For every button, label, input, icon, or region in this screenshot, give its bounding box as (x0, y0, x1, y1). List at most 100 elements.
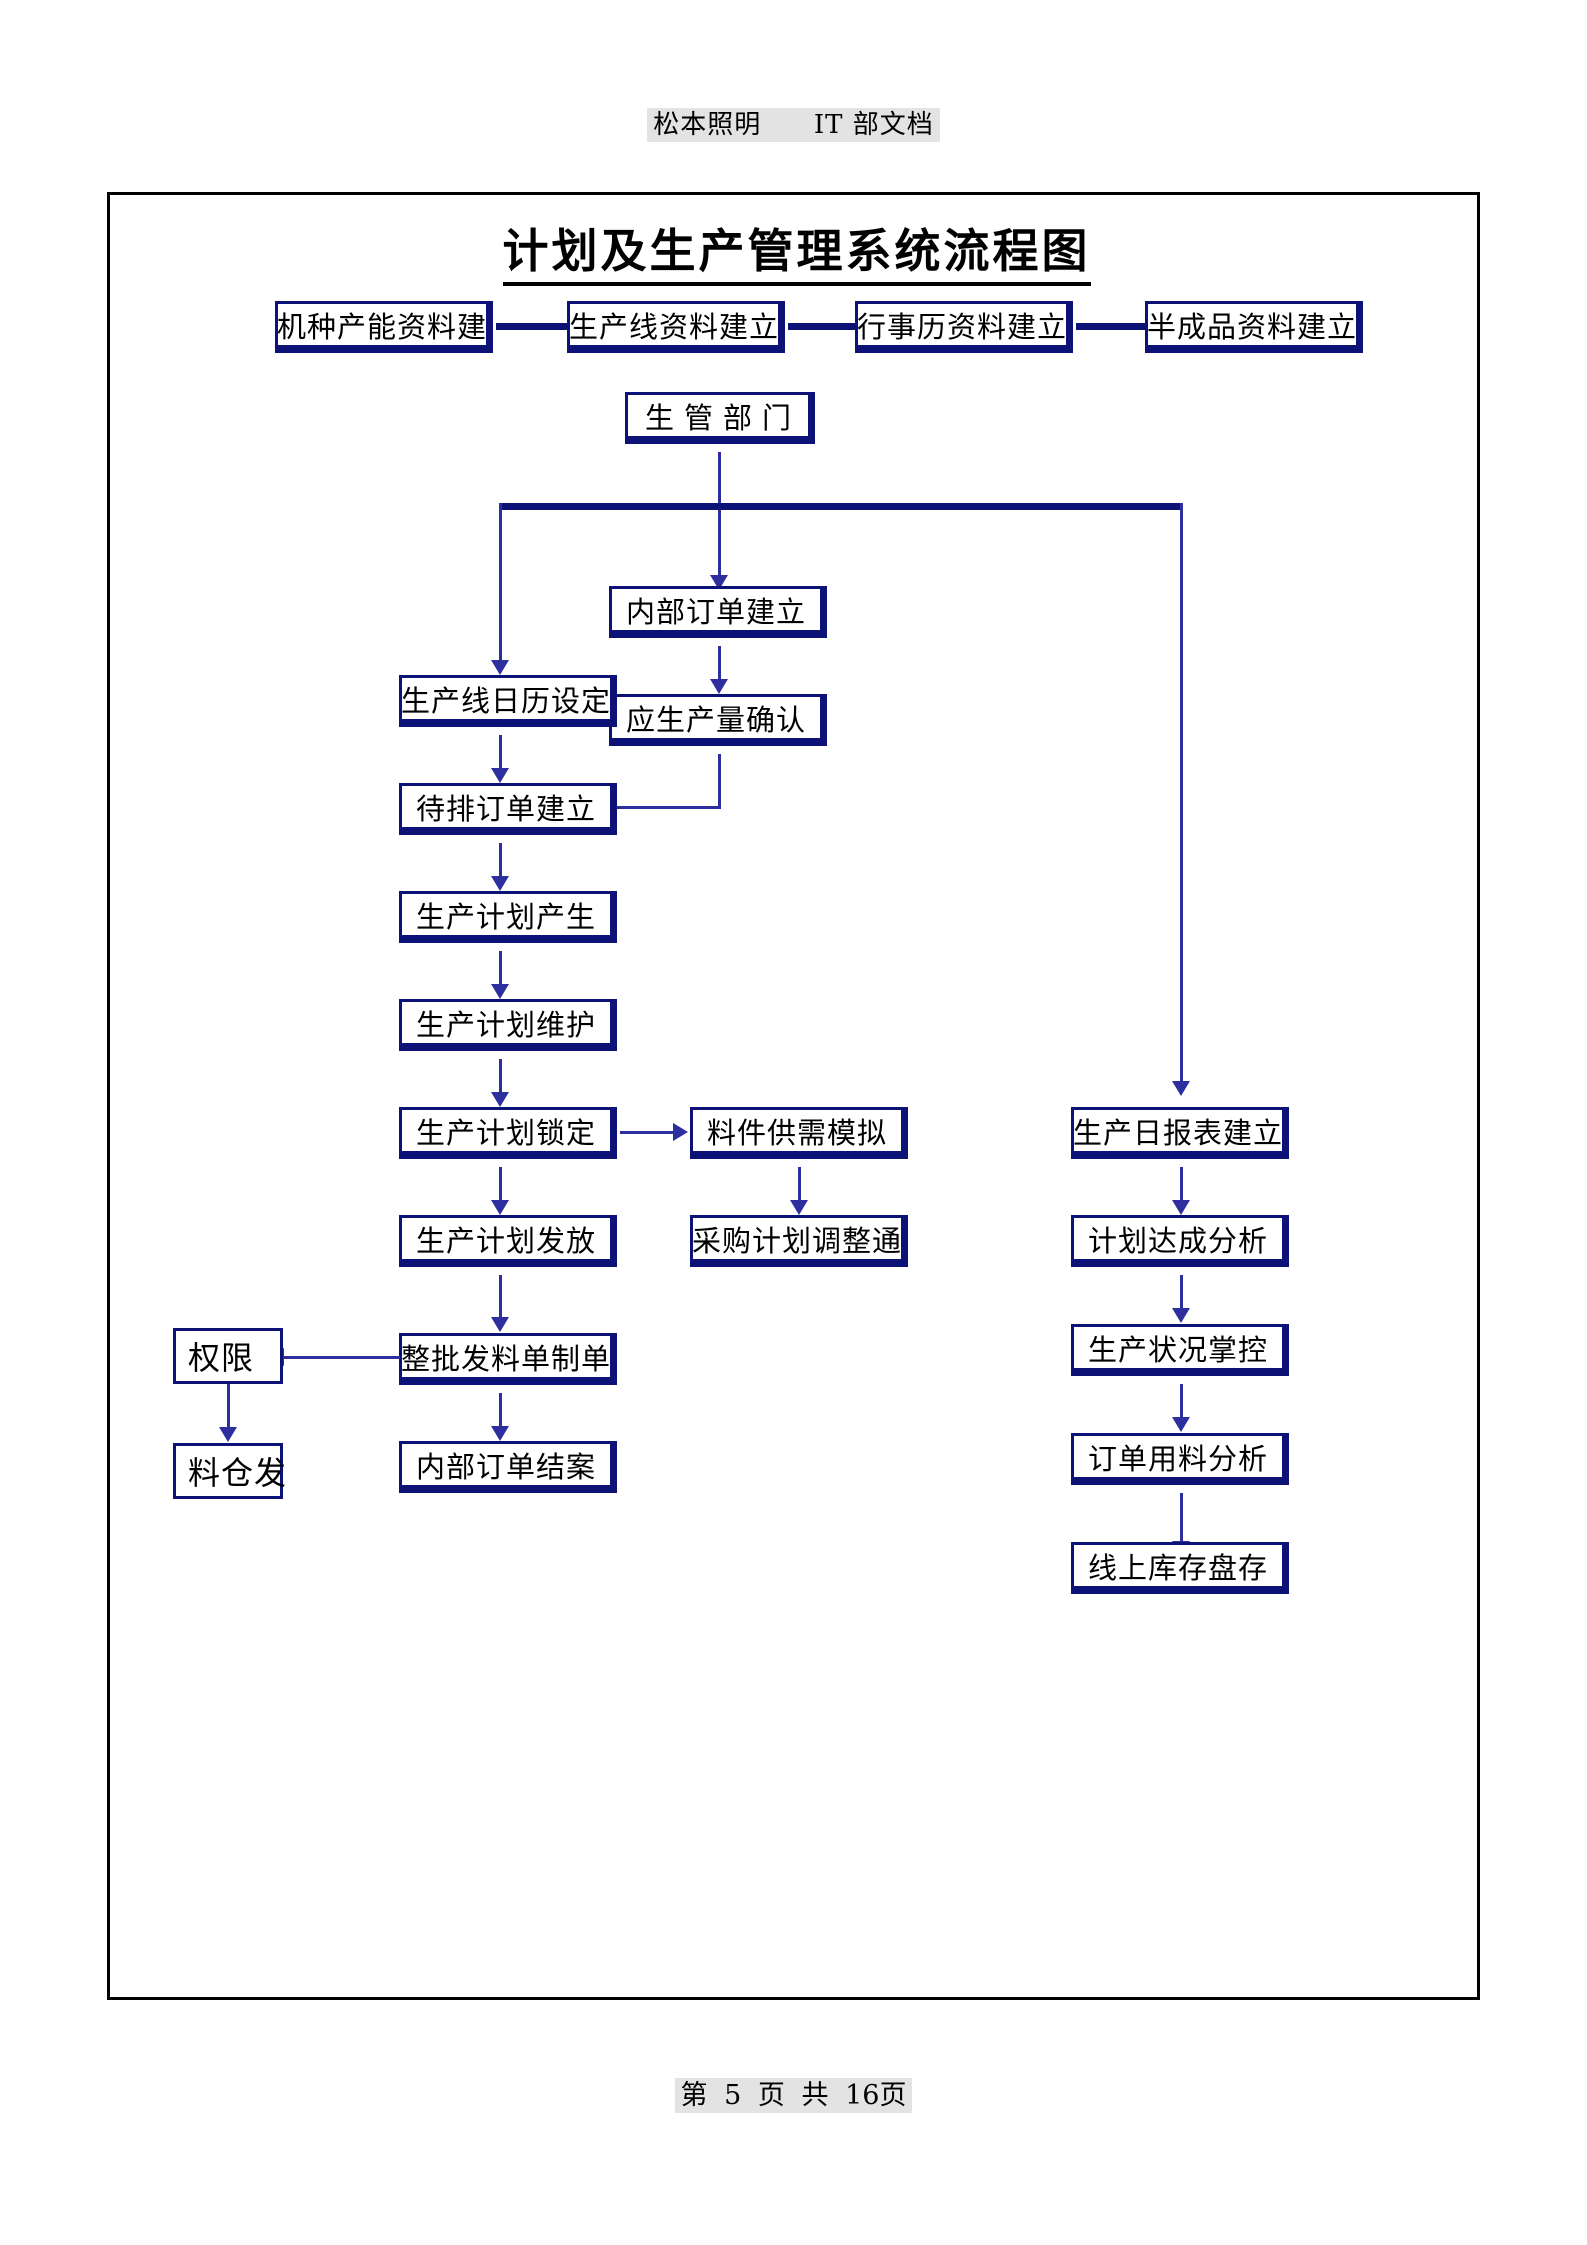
node-label: 半成品资料建立 (1147, 309, 1358, 344)
node-label: 内部订单建立 (625, 594, 806, 629)
node-line-data[interactable]: 生产线资料建立 (567, 301, 785, 353)
page-header: 松本照明 IT 部文档 (0, 108, 1587, 143)
connector-achievement-to-status (1180, 1275, 1183, 1317)
node-plan-achievement-analysis[interactable]: 计划达成分析 (1071, 1215, 1289, 1267)
node-label: 计划达成分析 (1087, 1223, 1268, 1258)
node-plan-release[interactable]: 生产计划发放 (399, 1215, 617, 1267)
node-label: 内部订单结案 (415, 1449, 596, 1484)
node-calendar-data[interactable]: 行事历资料建立 (855, 301, 1073, 353)
node-label: 生产线日历设定 (401, 683, 612, 718)
node-label: 机种产能资料建 (277, 309, 488, 344)
node-line-calendar-setup[interactable]: 生产线日历设定 (399, 675, 617, 727)
node-batch-issue-note[interactable]: 整批发料单制单 (399, 1333, 617, 1385)
node-label: 权限 (188, 1339, 255, 1377)
node-label: 行事历资料建立 (857, 309, 1068, 344)
header-company: 松本照明 (653, 110, 762, 140)
arrowhead-authority-to-warehouse (219, 1427, 237, 1442)
connector-lock-to-material-sim (620, 1131, 677, 1134)
connector-authority-to-warehouse (227, 1384, 230, 1436)
connector-branch-right-leg (1180, 503, 1183, 1090)
node-warehouse-issue[interactable]: 料仓发 (173, 1443, 286, 1499)
node-label: 生产计划锁定 (415, 1115, 596, 1150)
arrowhead-branch-to-daily-report (1172, 1081, 1190, 1096)
footer-middle: 页 (757, 2080, 785, 2111)
node-label: 生产线资料建立 (569, 309, 780, 344)
connector-internal-order-to-output (718, 646, 721, 688)
node-pending-order-create[interactable]: 待排订单建立 (399, 783, 617, 835)
flowchart-canvas: 计划及生产管理系统流程图 机种产能资料建 生产线资料建立 行事历资料建立 半成品… (110, 195, 1477, 1997)
node-plan-maintain[interactable]: 生产计划维护 (399, 999, 617, 1051)
node-authority[interactable]: 权限 (173, 1328, 283, 1384)
node-internal-order-create[interactable]: 内部订单建立 (609, 586, 827, 638)
connector-lock-to-release (499, 1167, 502, 1209)
node-label: 生产计划产生 (415, 899, 596, 934)
arrowhead-generate-to-maintain (491, 984, 509, 999)
node-order-material-analysis[interactable]: 订单用料分析 (1071, 1433, 1289, 1485)
node-daily-report-create[interactable]: 生产日报表建立 (1071, 1107, 1289, 1159)
arrowhead-branch-to-line-calendar (491, 660, 509, 675)
connector-pending-to-plan-generate (499, 843, 502, 885)
node-label: 应生产量确认 (625, 702, 806, 737)
connector-batch-to-authority (282, 1356, 400, 1359)
connector-maintain-to-lock (499, 1059, 502, 1101)
arrowhead-batch-to-close (491, 1426, 509, 1441)
node-semi-finished-data[interactable]: 半成品资料建立 (1145, 301, 1363, 353)
footer-total-prefix: 共 (801, 2080, 829, 2111)
node-label: 生产计划维护 (415, 1007, 596, 1042)
connector-material-sim-to-purchase (798, 1167, 801, 1209)
node-production-status-control[interactable]: 生产状况掌控 (1071, 1324, 1289, 1376)
node-production-dept[interactable]: 生管部门 (625, 392, 815, 444)
connector-batch-to-close (499, 1393, 502, 1435)
connector-order-material-to-stock (1180, 1493, 1183, 1549)
connector-output-down (718, 754, 721, 809)
connector-line-to-calendar (788, 323, 856, 330)
arrowhead-status-to-order-material (1172, 1417, 1190, 1432)
node-label: 订单用料分析 (1087, 1441, 1268, 1476)
arrowhead-lock-to-material-sim (673, 1123, 688, 1141)
node-label: 生管部门 (644, 400, 801, 435)
node-label: 采购计划调整通 (692, 1223, 903, 1258)
chart-title-text: 计划及生产管理系统流程图 (502, 224, 1091, 286)
page-footer: 第 5 页 共 16页 (0, 2073, 1587, 2113)
node-capacity-data[interactable]: 机种产能资料建 (275, 301, 493, 353)
connector-calendar-to-semi (1076, 323, 1146, 330)
node-material-supply-sim[interactable]: 料件供需模拟 (690, 1107, 908, 1159)
arrowhead-pending-to-plan-generate (491, 876, 509, 891)
node-label: 待排订单建立 (415, 791, 596, 826)
connector-output-to-pending (555, 806, 720, 809)
connector-release-to-batch (499, 1275, 502, 1327)
node-label: 生产日报表建立 (1073, 1115, 1284, 1150)
node-planned-output-confirm[interactable]: 应生产量确认 (609, 694, 827, 746)
node-internal-order-close[interactable]: 内部订单结案 (399, 1441, 617, 1493)
node-label: 生产计划发放 (415, 1223, 596, 1258)
page-title: 计划及生产管理系统流程图 (110, 215, 1483, 286)
node-label: 整批发料单制单 (401, 1341, 612, 1376)
arrowhead-daily-to-achievement (1172, 1200, 1190, 1215)
arrowhead-calendar-to-pending (491, 768, 509, 783)
connector-dept-stem (718, 452, 721, 582)
connector-calendar-to-pending (499, 735, 502, 777)
arrowhead-achievement-to-status (1172, 1308, 1190, 1323)
footer-prefix: 第 (680, 2080, 708, 2111)
connector-branch-bus (499, 503, 1183, 510)
node-label: 线上库存盘存 (1087, 1550, 1268, 1585)
node-plan-generate[interactable]: 生产计划产生 (399, 891, 617, 943)
node-plan-lock[interactable]: 生产计划锁定 (399, 1107, 617, 1159)
arrowhead-lock-to-release (491, 1200, 509, 1215)
node-online-stock-count[interactable]: 线上库存盘存 (1071, 1542, 1289, 1594)
arrowhead-material-sim-to-purchase (790, 1200, 808, 1215)
connector-status-to-order-material (1180, 1384, 1183, 1426)
node-label: 生产状况掌控 (1087, 1332, 1268, 1367)
footer-page-number: 5 (724, 2080, 742, 2111)
arrowhead-internal-order-to-output (710, 679, 728, 694)
header-department: IT 部文档 (813, 110, 934, 140)
connector-capacity-to-line (496, 323, 568, 330)
node-label: 料件供需模拟 (706, 1115, 887, 1150)
footer-total-pages: 16页 (845, 2080, 907, 2111)
node-purchase-plan-adjust[interactable]: 采购计划调整通 (690, 1215, 908, 1267)
arrowhead-maintain-to-lock (491, 1092, 509, 1107)
connector-generate-to-maintain (499, 951, 502, 993)
document-frame: 计划及生产管理系统流程图 机种产能资料建 生产线资料建立 行事历资料建立 半成品… (107, 192, 1480, 2000)
node-label: 料仓发 (188, 1454, 288, 1492)
connector-daily-to-achievement (1180, 1167, 1183, 1209)
